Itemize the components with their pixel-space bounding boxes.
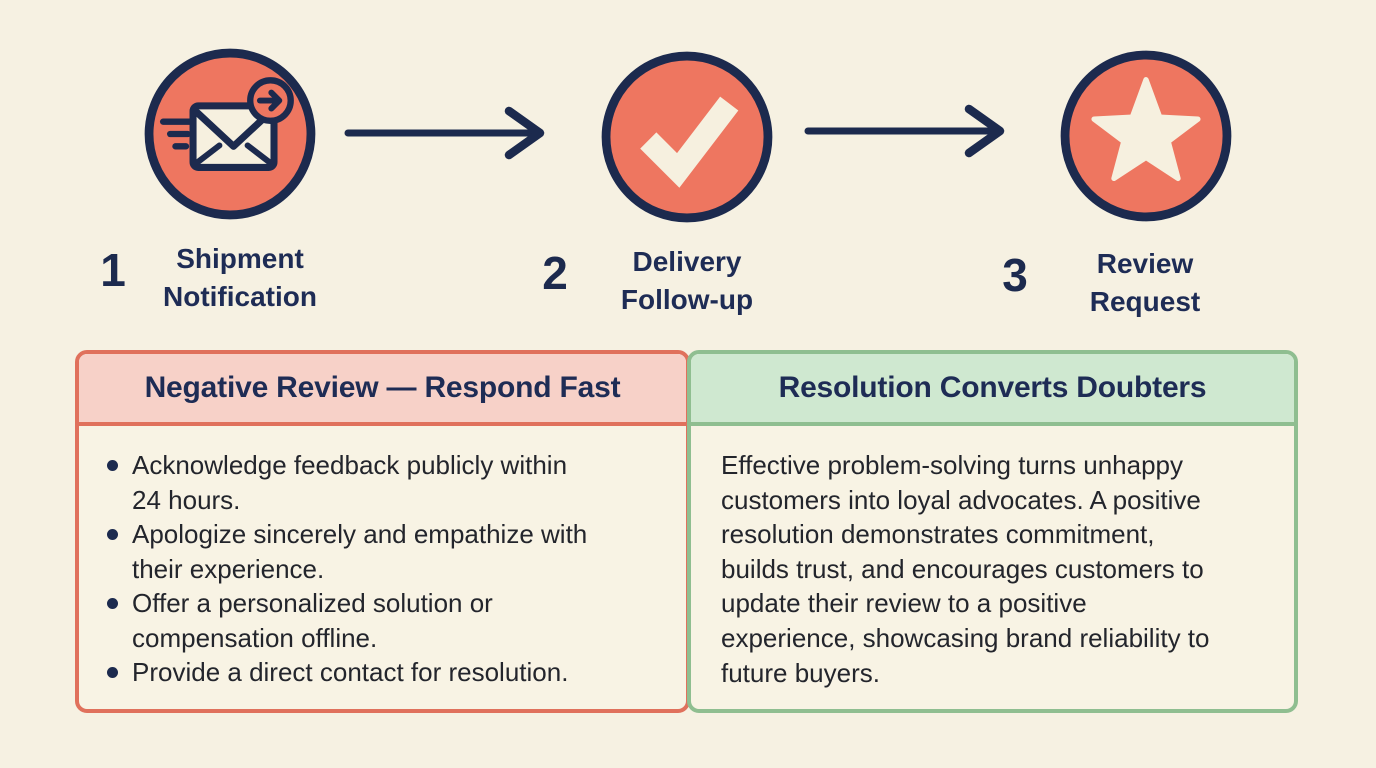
negative-review-panel-title: Negative Review — Respond Fast bbox=[79, 354, 686, 426]
resolution-panel-title: Resolution Converts Doubters bbox=[691, 354, 1294, 426]
bullet-dot-icon bbox=[107, 460, 118, 471]
star-icon bbox=[1060, 50, 1232, 222]
flow-arrow-icon bbox=[344, 106, 545, 160]
step-number-2: 2 bbox=[542, 247, 568, 299]
negative-review-bullet-list: Acknowledge feedback publicly within 24 … bbox=[79, 426, 686, 690]
list-item: Apologize sincerely and empathize with t… bbox=[107, 517, 668, 586]
bullet-dot-icon bbox=[107, 667, 118, 678]
step-label-review-request: Review Request bbox=[1089, 248, 1201, 317]
step-label-shipment-notification: Shipment Notification bbox=[163, 243, 317, 312]
bullet-text: Offer a personalized solution or compens… bbox=[132, 588, 493, 653]
bullet-dot-icon bbox=[107, 529, 118, 540]
checkmark-icon bbox=[601, 51, 773, 223]
bullet-text: Provide a direct contact for resolution. bbox=[132, 657, 569, 687]
envelope-send-icon bbox=[144, 48, 316, 220]
list-item: Acknowledge feedback publicly within 24 … bbox=[107, 448, 668, 517]
resolution-panel-body: Effective problem-solving turns unhappy … bbox=[721, 450, 1210, 688]
flow-arrow-icon bbox=[804, 104, 1005, 158]
step-label-delivery-follow-up: Delivery Follow-up bbox=[620, 246, 754, 315]
negative-review-panel: Negative Review — Respond Fast Acknowled… bbox=[75, 350, 690, 713]
bullet-dot-icon bbox=[107, 598, 118, 609]
step-number-3: 3 bbox=[1002, 249, 1028, 301]
list-item: Provide a direct contact for resolution. bbox=[107, 655, 668, 690]
resolution-panel: Resolution Converts Doubters Effective p… bbox=[687, 350, 1298, 713]
list-item: Offer a personalized solution or compens… bbox=[107, 586, 668, 655]
bullet-text: Apologize sincerely and empathize with t… bbox=[132, 519, 588, 584]
bullet-text: Acknowledge feedback publicly within 24 … bbox=[132, 450, 568, 515]
step-number-1: 1 bbox=[100, 244, 126, 296]
